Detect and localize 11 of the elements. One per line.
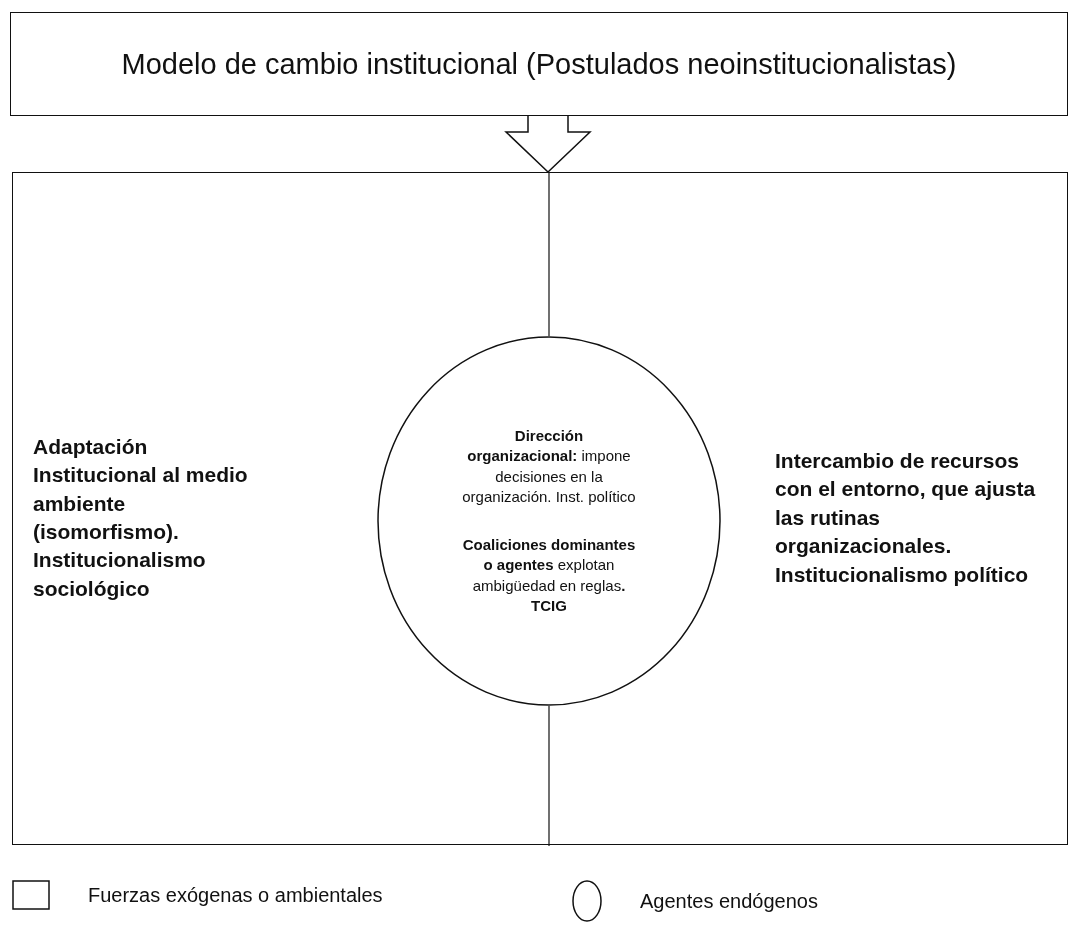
circle-text: Dirección organizacional: impone decisiones en la organización. Inst. político: [461, 426, 637, 507]
description-text: Intercambio de recursos con el entorno, que ajusta las rutinas organizacionales. Institucionalismo político: [775, 448, 1037, 588]
circle-text: Coaliciones dominantes o agentes explotan ambigüedad en reglas. TCIG: [461, 535, 637, 616]
agent-ellipse: [377, 336, 721, 706]
description-text: Adaptación Institucional al medio ambiente (isomorfismo). Institucionalismo sociológico: [33, 433, 249, 602]
legend-text: Agentes endógenos: [640, 889, 818, 913]
title-box: [10, 12, 1068, 116]
forces-box: [12, 172, 1068, 845]
legend-text: Fuerzas exógenas o ambientales: [88, 883, 383, 907]
title-text: Modelo de cambio institucional (Postulados neoinstitucionalistas): [121, 47, 957, 81]
block-arrow: [504, 115, 592, 174]
